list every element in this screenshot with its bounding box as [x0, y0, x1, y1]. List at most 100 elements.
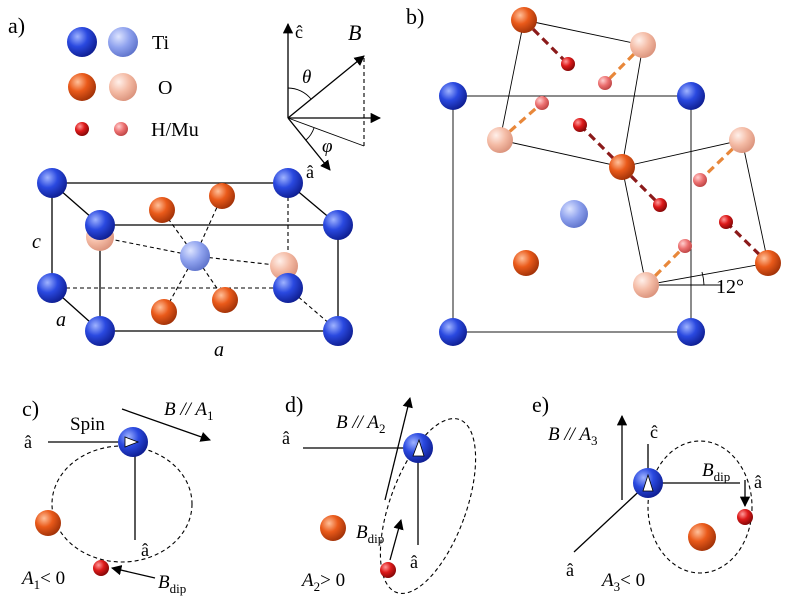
spin-arrow-icon: [412, 438, 425, 457]
titanium-atom: [439, 82, 467, 110]
theta-arc: [287, 87, 312, 100]
oxygen-atom: [688, 523, 716, 551]
oxygen-atom: [149, 197, 175, 223]
B-vector-arrow: [287, 55, 365, 119]
legend-ti-atom-light: [108, 27, 138, 57]
hydrogen-atom-light: [678, 239, 692, 253]
a-axis-arrow: [287, 117, 331, 171]
field-axes: ĉ B â θ φ: [282, 20, 382, 182]
a-lattice-label-bottom: a: [214, 339, 224, 361]
panel-b-label: b): [406, 4, 424, 29]
sign-label: A1< 0: [20, 568, 65, 592]
dipolar-field-line: [51, 445, 193, 563]
panel-d-label: d): [285, 392, 303, 417]
titanium-atom-center: [180, 241, 210, 271]
a-lattice-label-side: a: [56, 309, 66, 331]
sign-label: A2> 0: [300, 570, 345, 594]
titanium-atom: [677, 318, 705, 346]
panel-c-label: c): [22, 396, 39, 421]
oh-bond-dark: [620, 165, 662, 207]
hydrogen-atom: [653, 198, 667, 212]
phi-label: φ: [322, 136, 333, 157]
oh-bond-dark: [724, 220, 770, 265]
legend-h-atom: [75, 122, 89, 136]
c-hat-label: ĉ: [295, 22, 303, 42]
panel-c: c) â Spin B // A1 â Bdip A1< 0: [20, 396, 213, 596]
legend: Ti O H/Mu: [67, 27, 199, 141]
legend-ti-label: Ti: [152, 32, 170, 54]
panel-e-label: e): [532, 392, 549, 417]
panel-a: a) Ti O H/Mu ĉ B â θ φ: [8, 13, 382, 361]
spin-label: Spin: [70, 414, 105, 435]
phi-arc: [305, 127, 315, 141]
projection-line: [287, 117, 365, 147]
titanium-atom: [37, 168, 67, 198]
field-direction-arrow: [384, 396, 413, 501]
field-label: B // A2: [336, 412, 385, 436]
tilted-octahedron-frame: [621, 139, 769, 286]
a-hat-label: â: [306, 162, 314, 182]
oxygen-atom-light: [270, 252, 298, 280]
oxygen-atom: [212, 287, 238, 313]
titanium-atom: [323, 210, 353, 240]
oh-bond-dark: [578, 123, 624, 169]
muon-site-atom: [93, 560, 109, 576]
ti-o-bond: [99, 236, 196, 257]
sign-label: A3< 0: [600, 570, 645, 594]
muon-site-atom: [380, 562, 396, 578]
titanium-atom: [85, 316, 115, 346]
legend-o-atom-light: [109, 73, 137, 101]
legend-h-label: H/Mu: [151, 119, 199, 141]
oxygen-atom-light: [729, 127, 755, 153]
titanium-atom: [677, 82, 705, 110]
bdip-label: Bdip: [702, 460, 730, 484]
spin-arrow-icon: [642, 473, 654, 492]
c-hat-label: ĉ: [650, 422, 658, 442]
a-hat-left-label: â: [24, 432, 32, 452]
hydrogen-atom-light: [535, 96, 549, 110]
a-hat-vertical-label: â: [410, 552, 418, 572]
oh-bond-light: [498, 101, 544, 142]
oxygen-atom: [513, 250, 539, 276]
legend-ti-atom: [67, 27, 97, 57]
titanium-atom: [85, 210, 115, 240]
oxygen-atom: [755, 250, 781, 276]
oxygen-atom: [511, 7, 537, 33]
hydrogen-atom: [719, 215, 733, 229]
theta-label: θ: [302, 67, 311, 88]
muon-site-atom: [737, 509, 753, 525]
a-hat-left-label: â: [282, 428, 290, 448]
hydrogen-atom-light: [598, 76, 612, 90]
spin-arrow-icon: [124, 436, 140, 448]
oxygen-atom: [320, 515, 346, 541]
B-label: B: [348, 20, 361, 45]
oh-bond-dark: [522, 18, 570, 66]
oxygen-atom: [209, 183, 235, 209]
dipolar-field-line: [379, 418, 477, 594]
projected-cell-outline: [452, 95, 692, 333]
panel-d: d) â B // A2 â Bdip A2> 0: [282, 392, 477, 594]
rutile-unit-cell: c a a: [32, 168, 353, 361]
legend-h-atom-light: [114, 122, 128, 136]
oh-bond-light: [644, 244, 687, 287]
titanium-atom: [273, 168, 303, 198]
titanium-atom: [439, 318, 467, 346]
a-hat-bottom-label: â: [566, 560, 574, 580]
a-hat-vertical-label: â: [141, 540, 149, 560]
titanium-atom: [273, 273, 303, 303]
angle-arc: [701, 271, 705, 286]
panel-a-label: a): [8, 13, 25, 38]
oxygen-atom: [35, 510, 61, 536]
legend-o-label: O: [158, 77, 172, 99]
a-axis-line: [573, 482, 649, 553]
hydrogen-atom: [561, 57, 575, 71]
oh-bond-light: [603, 43, 645, 85]
bdip-label: Bdip: [356, 522, 384, 546]
angle-label: 12°: [716, 276, 744, 298]
tilted-octahedron-frame: [499, 19, 644, 168]
titanium-atom: [323, 316, 353, 346]
bdip-arrow: [389, 518, 404, 561]
oxygen-atom: [151, 299, 177, 325]
bdip-label: Bdip: [158, 572, 186, 596]
